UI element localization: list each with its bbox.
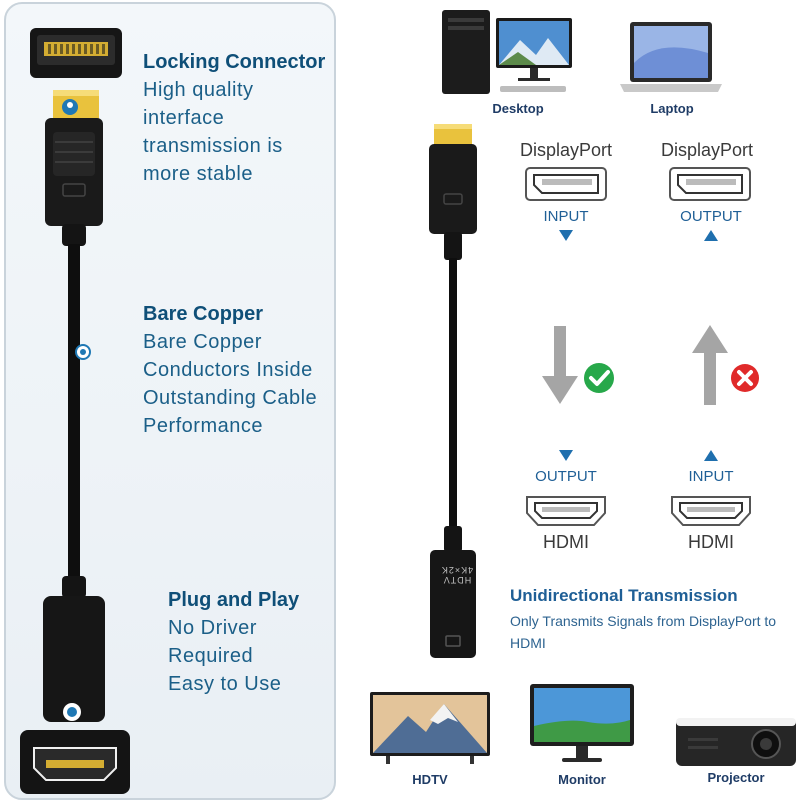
displayport-output-port-icon (669, 167, 751, 201)
feature-text: Required (168, 645, 254, 667)
down-direction-arrow-icon (542, 326, 578, 404)
hdmi-output-direction-label: OUTPUT (535, 468, 597, 485)
hdmi-input-port-icon (671, 496, 751, 526)
feature-title: Bare Copper (143, 303, 264, 325)
hdmi-input-direction-label: INPUT (688, 468, 734, 485)
feature-text: Performance (143, 415, 263, 437)
up-arrow-icon (704, 230, 718, 241)
adapter-cable-illustration (429, 124, 477, 658)
check-icon (584, 363, 614, 393)
projector-icon (676, 718, 796, 766)
unidirectional-description: Only Transmits Signals from DisplayPort … (510, 613, 777, 651)
desktop-icon (442, 10, 572, 94)
feature-title: Plug and Play (168, 589, 300, 611)
up-direction-arrow-icon (692, 325, 728, 405)
displayport-input-port-icon (525, 167, 607, 201)
down-arrow-icon (559, 450, 573, 461)
monitor-icon (530, 684, 634, 762)
hdtv-label: HDTV (412, 772, 448, 787)
hdmi-output-port-icon (526, 496, 606, 526)
dp-output-direction-label: OUTPUT (680, 208, 742, 225)
laptop-label: Laptop (650, 101, 694, 116)
feature-text: more stable (143, 163, 253, 185)
feature-text: No Driver (168, 617, 257, 639)
monitor-label: Monitor (558, 772, 606, 787)
feature-text: High quality (143, 79, 254, 101)
dp-input-port-label: DisplayPort (519, 140, 613, 160)
displayport-to-hdmi-cable-illustration (20, 28, 130, 794)
feature-text: Conductors Inside (143, 359, 313, 381)
feature-locking-connector: Locking Connector High quality interface… (143, 48, 325, 188)
feature-bare-copper: Bare Copper Bare Copper Conductors Insid… (143, 300, 317, 440)
cross-icon (731, 364, 759, 392)
feature-text: transmission is (143, 135, 283, 157)
hdtv-icon (370, 692, 490, 764)
desktop-label: Desktop (492, 101, 544, 116)
projector-label: Projector (707, 770, 765, 785)
hdmi-output-port-label: HDMI (543, 532, 589, 552)
feature-text: Outstanding Cable (143, 387, 318, 409)
feature-title: Locking Connector (143, 51, 326, 73)
feature-text: Easy to Use (168, 673, 282, 695)
up-arrow-icon (704, 450, 718, 461)
laptop-icon (620, 22, 722, 92)
dp-input-direction-label: INPUT (543, 208, 589, 225)
unidirectional-title: Unidirectional Transmission (510, 586, 738, 605)
dp-output-port-label: DisplayPort (660, 140, 754, 160)
feature-plug-and-play: Plug and Play No Driver Required Easy to… (168, 586, 299, 698)
down-arrow-icon (559, 230, 573, 241)
feature-text: Bare Copper (143, 331, 262, 353)
feature-text: interface (143, 107, 225, 129)
hdmi-input-port-label: HDMI (688, 532, 734, 552)
adapter-marking: HDTV 4K×2K (440, 565, 474, 585)
